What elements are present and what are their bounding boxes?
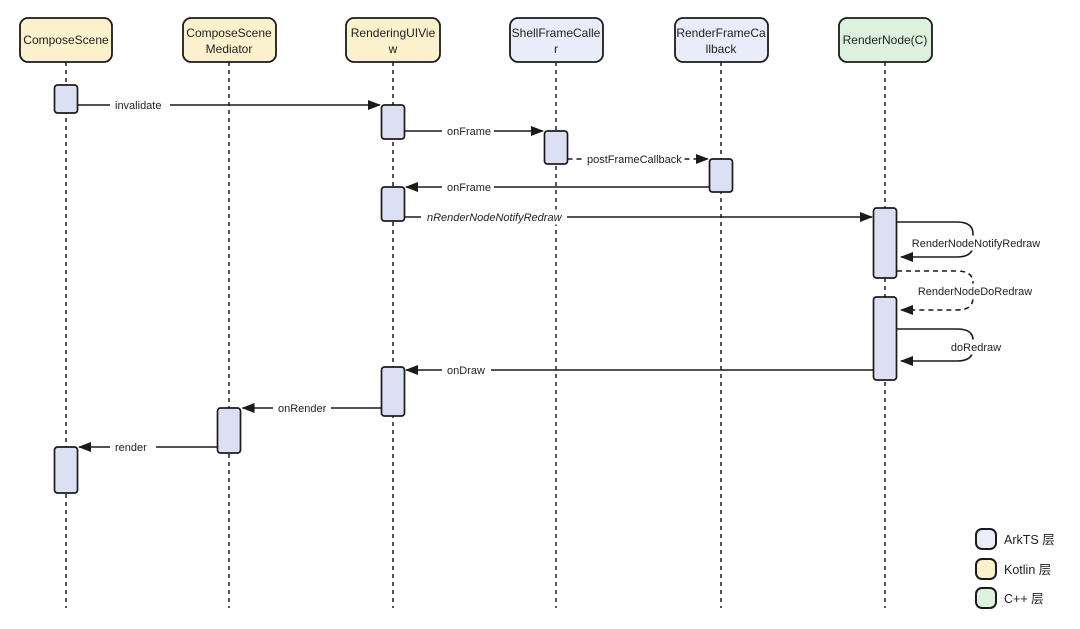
- actor-renderinguiview: RenderingUIVie w: [345, 17, 441, 63]
- actor-composescene: ComposeScene: [19, 17, 113, 63]
- legend-item-cpp: C++ 层: [975, 587, 1044, 609]
- message-label: onRender: [278, 403, 327, 415]
- message-label: onDraw: [447, 365, 485, 377]
- actor-box-composescenemediator: [182, 17, 277, 63]
- actor-label: RenderNode(C): [843, 33, 928, 47]
- actor-composescenemediator: ComposeScene Mediator: [182, 17, 277, 63]
- message-onrender: onRender: [241, 400, 382, 416]
- actor-box-renderinguiview: [345, 17, 441, 63]
- actor-label-line1: RenderingUIVie: [351, 26, 436, 40]
- legend-label: Kotlin 层: [1004, 563, 1051, 577]
- activation-bars: [53, 84, 898, 494]
- activation-renderinguiview-1: [380, 104, 406, 140]
- label-bg: [110, 97, 170, 113]
- legend-item-kotlin: Kotlin 层: [975, 558, 1051, 580]
- legend-swatch-kotlin: [975, 558, 997, 580]
- actor-box-rendernode: [838, 17, 933, 63]
- message-label: postFrameCallback: [587, 154, 682, 166]
- label-bg: [906, 235, 1046, 251]
- actor-label-line2: r: [554, 42, 558, 56]
- message-nrendernodenotifyredraw: nRenderNodeNotifyRedraw: [404, 209, 873, 225]
- activation-composescene-1: [53, 84, 79, 114]
- activation-shellframecaller-1: [543, 130, 569, 165]
- actor-label-line2: llback: [706, 42, 738, 56]
- actor-box-renderframecallback: [674, 17, 769, 63]
- legend-item-arkts: ArkTS 层: [975, 528, 1055, 550]
- label-bg: [110, 439, 156, 455]
- message-onframe-1: onFrame: [404, 123, 544, 139]
- activation-composescene-2: [53, 446, 79, 494]
- actor-box-shellframecaller: [509, 17, 604, 63]
- actor-shellframecaller: ShellFrameCalle r: [509, 17, 604, 63]
- legend: ArkTS 层 Kotlin 层 C++ 层: [975, 528, 1055, 609]
- actor-label-line1: RenderFrameCa: [676, 26, 766, 40]
- actor-headers: ComposeScene ComposeScene Mediator Rende…: [19, 17, 933, 63]
- message-label: RenderNodeNotifyRedraw: [912, 238, 1040, 250]
- message-label: onFrame: [447, 126, 491, 138]
- actor-label-line2: w: [388, 42, 398, 56]
- activation-renderinguiview-3: [380, 366, 406, 417]
- actor-label-line1: ComposeScene: [186, 26, 272, 40]
- legend-label: ArkTS 层: [1004, 533, 1055, 547]
- label-bg: [442, 362, 491, 378]
- message-label: doRedraw: [951, 342, 1001, 354]
- legend-swatch-cpp: [975, 587, 997, 609]
- message-label: render: [115, 442, 147, 454]
- message-ondraw: onDraw: [405, 362, 874, 378]
- legend-label: C++ 层: [1004, 592, 1044, 606]
- activation-renderinguiview-2: [380, 186, 406, 222]
- message-rendernodedoredraw-selfloop: RenderNodeDoRedraw: [897, 270, 1035, 315]
- message-onframe-2: onFrame: [405, 179, 710, 195]
- activation-renderframecallback-1: [708, 158, 734, 193]
- label-bg: [421, 209, 567, 225]
- label-bg: [582, 151, 684, 167]
- actor-renderframecallback: RenderFrameCa llback: [674, 17, 769, 63]
- message-doredraw-selfloop: doRedraw: [897, 328, 1005, 366]
- message-rendernodenotifyredraw-selfloop: RenderNodeNotifyRedraw: [897, 221, 1046, 262]
- label-bg: [442, 179, 494, 195]
- legend-swatch-arkts: [975, 528, 997, 550]
- activation-rendernode-1: [872, 207, 898, 279]
- message-label: onFrame: [447, 182, 491, 194]
- actor-rendernode: RenderNode(C): [838, 17, 933, 63]
- actor-box-composescene: [19, 17, 113, 63]
- activation-rendernode-2: [872, 296, 898, 381]
- message-label: invalidate: [115, 100, 161, 112]
- message-label: RenderNodeDoRedraw: [918, 286, 1032, 298]
- messages: invalidate onFrame postFrameCallback onF…: [77, 97, 1046, 455]
- label-bg: [915, 283, 1035, 299]
- activation-composescenemediator-1: [216, 407, 242, 454]
- label-bg: [947, 339, 1005, 355]
- actor-label-line2: Mediator: [206, 42, 253, 56]
- message-invalidate: invalidate: [77, 97, 381, 113]
- message-postframecallback: postFrameCallback: [567, 151, 709, 167]
- actor-label: ComposeScene: [23, 33, 109, 47]
- message-label: nRenderNodeNotifyRedraw: [427, 212, 563, 224]
- message-render: render: [78, 439, 218, 455]
- lifelines: [65, 62, 886, 608]
- actor-label-line1: ShellFrameCalle: [512, 26, 601, 40]
- label-bg: [442, 123, 494, 139]
- label-bg: [273, 400, 331, 416]
